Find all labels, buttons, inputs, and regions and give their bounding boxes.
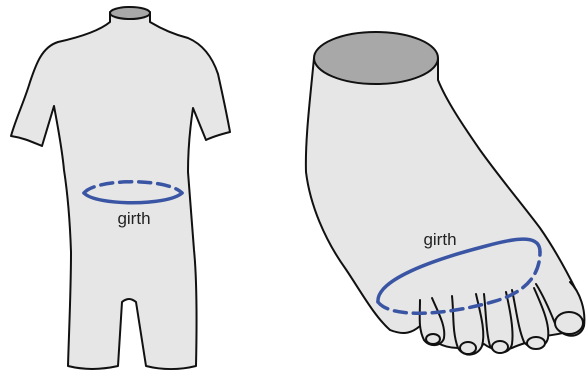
foot-girth-label: girth	[423, 230, 456, 249]
torso-silhouette	[11, 12, 230, 369]
toenail-2	[460, 342, 476, 354]
big-toenail	[555, 312, 583, 334]
toenail-1	[426, 334, 440, 344]
toenail-3	[492, 341, 508, 353]
toenail-4	[527, 337, 545, 349]
foot-figure: girth	[306, 32, 585, 355]
neck-opening	[110, 7, 150, 19]
ankle-opening	[314, 32, 438, 84]
torso-figure: girth	[11, 7, 230, 369]
torso-girth-label: girth	[117, 209, 150, 228]
